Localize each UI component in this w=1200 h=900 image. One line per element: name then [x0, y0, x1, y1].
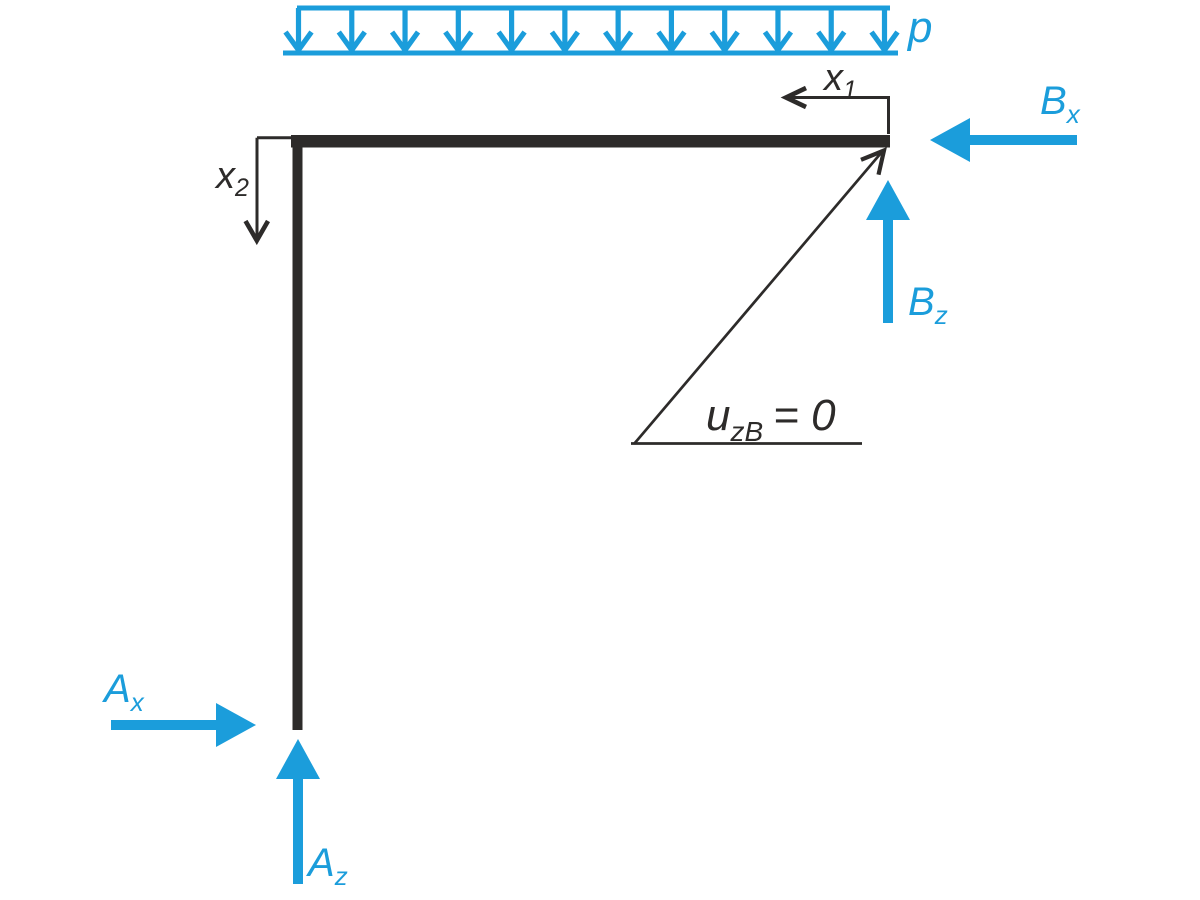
load-arrow-icon [816, 8, 847, 55]
x1-label-base: x [822, 57, 845, 99]
uzb-leader-line [632, 152, 883, 445]
az-arrow-shaft [293, 779, 303, 884]
distributed-load [283, 5, 900, 56]
x2-axis-line [255, 136, 293, 238]
force-arrow-az [276, 739, 320, 884]
x2-arrowhead-icon [243, 219, 270, 246]
x1-label: x1 [822, 57, 857, 104]
load-label-p: p [906, 3, 932, 52]
load-arrow-icon [709, 8, 740, 55]
x1-axis-line [788, 96, 890, 134]
load-arrow-icon [762, 8, 794, 55]
uzb-label: uzB = 0 [706, 391, 836, 447]
bx-label-base: B [1040, 79, 1067, 123]
load-arrow-icon [549, 8, 580, 55]
load-arrow-icon [603, 8, 634, 55]
load-arrows [283, 8, 900, 55]
bz-label-base: B [908, 280, 935, 324]
load-arrow-icon [336, 8, 367, 55]
load-arrow-icon [389, 8, 421, 55]
force-label-az: Az [306, 841, 348, 891]
force-arrow-bz [866, 180, 910, 323]
uzb-label-rest: = 0 [773, 391, 836, 440]
uzb-label-base: u [706, 391, 730, 440]
load-arrow-icon [869, 8, 900, 55]
bz-arrowhead-icon [866, 180, 910, 220]
az-label-sub: z [334, 861, 348, 891]
load-arrow-icon [443, 8, 474, 55]
force-arrow-ax [111, 703, 256, 747]
az-label-base: A [306, 841, 335, 885]
load-arrow-icon [656, 8, 687, 55]
x1-label-sub: 1 [843, 76, 857, 104]
load-label-p-text: p [906, 3, 932, 52]
bz-label-sub: z [934, 300, 948, 330]
x1-arrowhead-icon [780, 85, 807, 110]
uzb-arrowhead-icon [860, 147, 887, 176]
bx-label-sub: x [1065, 99, 1081, 129]
force-arrow-bx [930, 118, 1077, 162]
x2-label: x2 [214, 155, 249, 202]
ax-label-sub: x [129, 687, 145, 717]
ax-arrowhead-icon [216, 703, 256, 747]
x2-axis [243, 136, 293, 246]
load-arrow-icon [496, 8, 527, 55]
column-member [292, 135, 303, 730]
bz-arrow-shaft [883, 220, 893, 323]
x2-label-sub: 2 [234, 174, 249, 202]
x1-axis [780, 85, 890, 134]
ax-arrow-shaft [111, 720, 216, 730]
force-label-bz: Bz [908, 280, 948, 330]
bx-arrow-shaft [970, 135, 1077, 145]
x2-label-base: x [214, 155, 237, 197]
uzb-label-sub: zB [729, 416, 763, 447]
ax-label-base: A [102, 667, 131, 711]
force-label-bx: Bx [1040, 79, 1081, 129]
beam-member [291, 135, 890, 148]
force-label-ax: Ax [102, 667, 145, 717]
bx-arrowhead-icon [930, 118, 970, 162]
load-arrow-icon [283, 8, 314, 55]
uzb-annotation [631, 147, 887, 445]
az-arrowhead-icon [276, 739, 320, 779]
